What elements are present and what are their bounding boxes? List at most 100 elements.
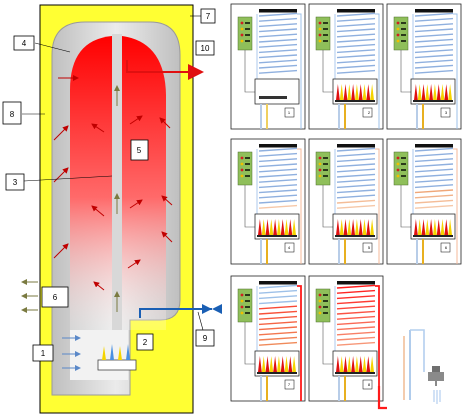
callout-10: 10 [201, 44, 210, 53]
panel-label-8: 8 [368, 382, 371, 387]
flue-cap [415, 144, 453, 148]
coil-segment [258, 331, 298, 336]
coil-segment [414, 173, 454, 178]
flame [347, 219, 352, 235]
flame [355, 84, 359, 100]
flame [421, 219, 426, 235]
panel-number-box [284, 379, 295, 390]
indicator-bar [323, 40, 328, 42]
flame [288, 356, 293, 372]
indicator-bar [323, 175, 328, 177]
coil-segment [336, 152, 376, 157]
indicator-bar [245, 169, 250, 171]
hot-water-outlet-pipe [126, 60, 204, 80]
heat-exchanger [410, 213, 456, 240]
panel-number-box [440, 107, 451, 118]
coil-segment [414, 69, 454, 74]
indicator-led [396, 39, 400, 43]
coil-segment [414, 17, 454, 22]
coil-segment [336, 341, 376, 346]
flue-cap [259, 281, 297, 285]
coil-segment [336, 158, 376, 163]
coil-segment [258, 33, 298, 38]
inlet-valve[interactable] [202, 304, 222, 314]
indicator-bar [245, 163, 250, 165]
flame [414, 219, 418, 235]
panel-2 [308, 3, 384, 130]
flame [336, 219, 340, 235]
control-box [393, 16, 409, 51]
center-flue [112, 34, 122, 334]
control-box-body [237, 16, 253, 51]
indicator-led [240, 27, 244, 31]
indicator-led [318, 39, 322, 43]
indicator-bar [245, 157, 250, 159]
flame [444, 219, 449, 235]
coil-segment [414, 163, 454, 168]
hot-outlet-extension [377, 386, 387, 410]
indicator-bar [401, 157, 406, 159]
flame [351, 356, 355, 372]
panel-number-box [284, 107, 295, 118]
flame [425, 219, 430, 235]
indicator-bar [323, 300, 328, 302]
flame [421, 84, 426, 100]
panel-8 [308, 275, 387, 410]
flame [347, 84, 352, 100]
flame [261, 219, 266, 235]
callout-box-4 [13, 35, 35, 51]
flame [261, 356, 266, 372]
indicator-bar [401, 34, 406, 36]
burner-bar [257, 372, 297, 374]
coil-segment [258, 173, 298, 178]
flame [339, 356, 344, 372]
flame [273, 356, 277, 372]
callout-box-3 [5, 173, 25, 191]
flame [277, 219, 281, 235]
callouts: 7 4 10 8 5 3 6 9 2 1 [2, 8, 216, 362]
control-box-body [237, 288, 253, 323]
indicator-led [318, 311, 322, 315]
control-box-body [315, 151, 331, 186]
indicator-bar [401, 22, 406, 24]
flame [370, 219, 374, 235]
flue-cap [337, 281, 375, 285]
coil-segment [336, 194, 376, 199]
coil-segment [336, 54, 376, 59]
coil-segment [258, 69, 298, 74]
coil-segment [336, 284, 376, 289]
coil-segment [258, 178, 298, 183]
coil-segment [336, 49, 376, 54]
coil-segment [336, 12, 376, 17]
coil-segment [258, 341, 298, 346]
flame [284, 356, 289, 372]
indicator-led [318, 156, 322, 160]
coil-segment [414, 49, 454, 54]
coil-segment [336, 199, 376, 204]
callout-box-2 [136, 333, 154, 351]
coil-segment [336, 305, 376, 310]
indicator-led [240, 33, 244, 37]
panel-label-4: 4 [288, 245, 291, 250]
coil-segment [414, 28, 454, 33]
heat-exchanger [254, 78, 300, 105]
flame [417, 84, 422, 100]
indicator-led [396, 33, 400, 37]
indicator-led [240, 293, 244, 297]
indicator-led [396, 21, 400, 25]
control-box [315, 16, 331, 51]
flame [414, 84, 418, 100]
coil-segment [414, 204, 454, 209]
hot-outlet [375, 285, 380, 401]
flame [273, 219, 277, 235]
faucet-illustration [403, 329, 444, 404]
coil-segment [414, 152, 454, 157]
panel-7 [230, 275, 306, 402]
callout-5: 5 [137, 146, 142, 155]
flame [366, 356, 371, 372]
callout-box-8 [2, 101, 22, 125]
flame [433, 219, 437, 235]
flame [339, 219, 344, 235]
indicator-bar [401, 28, 406, 30]
